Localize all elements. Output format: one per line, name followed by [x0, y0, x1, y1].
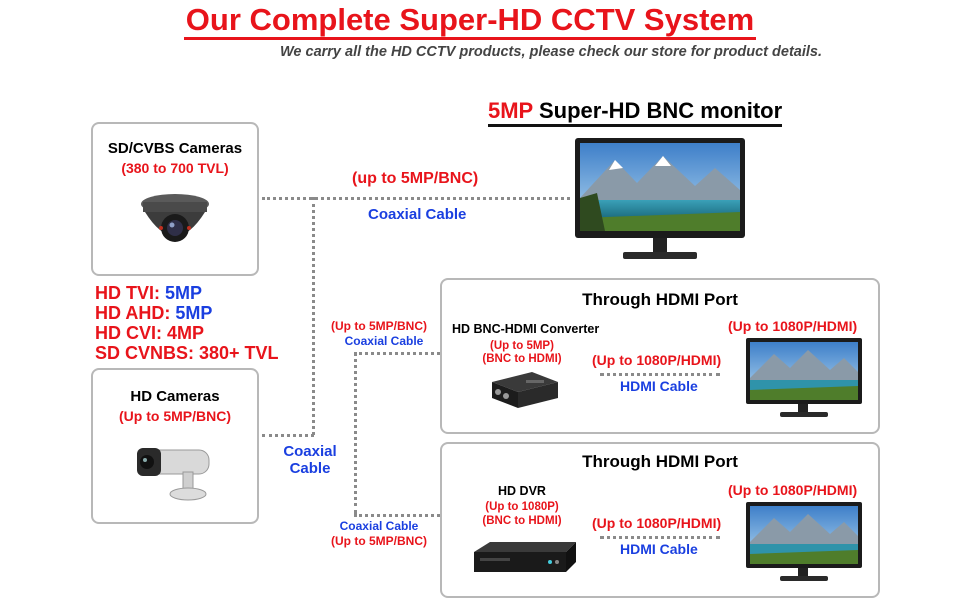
dvr-section-heading: Through HDMI Port — [582, 452, 738, 471]
format-cvbs: SD CVNBS: 380+ TVL — [95, 343, 279, 363]
cable-hd-camera — [262, 434, 314, 437]
converter-device-spec-1: (Up to 5MP) — [490, 340, 554, 352]
monitor-cable-label: Coaxial Cable — [368, 206, 467, 223]
converter-hdmi-cable — [600, 373, 720, 376]
monitor-heading-red: 5MP — [488, 98, 533, 123]
monitor-cable-spec: (up to 5MP/BNC) — [352, 170, 479, 187]
hd-camera-cable-label: Coaxial Cable — [283, 443, 337, 477]
converter-device-spec-2: (BNC to HDMI) — [482, 353, 562, 365]
page-title-text: Our Complete Super-HD CCTV System — [183, 2, 757, 40]
cable-to-dvr — [354, 514, 440, 517]
dvr-monitor-image — [746, 502, 862, 586]
converter-cable-spec: (Up to 5MP/BNC) — [331, 319, 427, 333]
cable-sd-to-monitor — [262, 197, 570, 200]
sd-cameras-box: SD/CVBS Cameras (380 to 700 TVL) — [91, 122, 259, 276]
converter-cable-label: Coaxial Cable — [344, 334, 424, 348]
dome-camera-image — [135, 190, 215, 260]
dvr-hdmi-spec: (Up to 1080P/HDMI) — [592, 515, 722, 531]
dvr-cable-spec: (Up to 5MP/BNC) — [331, 534, 427, 548]
hd-cameras-spec: (Up to 5MP/BNC) — [119, 408, 231, 424]
hdmi-converter-section: Through HDMI Port HD BNC-HDMI Converter … — [440, 278, 880, 434]
dvr-hdmi-cable — [600, 536, 720, 539]
cable-vertical-trunk — [312, 197, 315, 435]
converter-device-image — [482, 368, 562, 414]
cable-branch-trunk — [354, 352, 357, 514]
dvr-device-spec-2: (BNC to HDMI) — [482, 515, 562, 527]
format-cvi: HD CVI: 4MP — [95, 323, 205, 343]
dvr-device-spec-1: (Up to 1080P) — [485, 501, 559, 513]
converter-section-heading: Through HDMI Port — [582, 290, 738, 309]
format-ahd: HD AHD: 5MP — [95, 303, 213, 323]
formats-list: HD TVI: 5MP HD AHD: 5MP HD CVI: 4MP SD C… — [95, 283, 279, 363]
page-subtitle: We carry all the HD CCTV products, pleas… — [280, 44, 823, 60]
dvr-monitor-spec: (Up to 1080P/HDMI) — [728, 482, 858, 498]
page-title: Our Complete Super-HD CCTV System — [0, 2, 940, 40]
converter-device-name: HD BNC-HDMI Converter — [452, 322, 600, 336]
bnc-monitor-image — [575, 138, 745, 268]
cable-to-converter — [354, 352, 440, 355]
dvr-device-image — [470, 540, 580, 576]
monitor-heading: 5MP Super-HD BNC monitor — [488, 98, 783, 127]
bullet-camera-image — [133, 442, 223, 508]
converter-monitor-image — [746, 338, 862, 422]
sd-cameras-spec: (380 to 700 TVL) — [121, 160, 229, 176]
converter-monitor-spec: (Up to 1080P/HDMI) — [728, 318, 858, 334]
dvr-device-name: HD DVR — [498, 484, 546, 498]
hd-cameras-title: HD Cameras — [130, 388, 220, 405]
converter-hdmi-label: HDMI Cable — [620, 378, 698, 394]
dvr-section: Through HDMI Port HD DVR (Up to 1080P) (… — [440, 442, 880, 598]
dvr-hdmi-label: HDMI Cable — [620, 541, 698, 557]
converter-hdmi-spec: (Up to 1080P/HDMI) — [592, 352, 722, 368]
hd-cameras-box: HD Cameras (Up to 5MP/BNC) — [91, 368, 259, 524]
sd-cameras-title: SD/CVBS Cameras — [107, 140, 243, 157]
format-tvi: HD TVI: 5MP — [95, 283, 203, 303]
monitor-heading-black: Super-HD BNC monitor — [532, 98, 783, 123]
dvr-cable-label: Coaxial Cable — [339, 519, 419, 533]
